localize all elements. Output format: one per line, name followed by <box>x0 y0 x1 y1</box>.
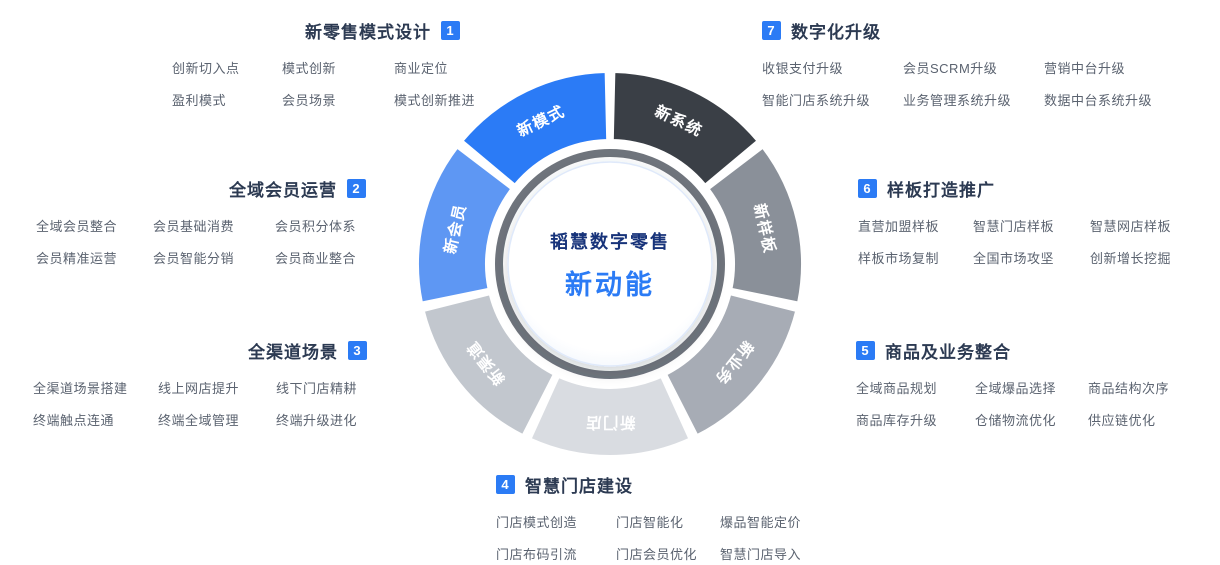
feature-item: 全国市场攻坚 <box>973 251 1055 266</box>
donut-segment-7 <box>461 71 609 186</box>
feature-item: 数据中台系统升级 <box>1044 93 1153 108</box>
section-5-heading: 5 商品及业务整合 <box>856 338 1200 363</box>
feature-item: 门店智能化 <box>616 515 684 530</box>
center-subtitle: 新动能 <box>565 269 655 300</box>
feature-item: 智慧门店导入 <box>720 547 802 562</box>
section-7-items: 收银支付升级 会员SCRM升级 营销中台升级 智能门店系统升级 业务管理系统升级… <box>762 58 1192 109</box>
feature-item: 会员智能分销 <box>153 251 235 266</box>
inner-ring <box>495 149 725 379</box>
feature-item: 终端全域管理 <box>158 413 240 428</box>
feature-item: 商业定位 <box>394 61 449 76</box>
feature-item: 门店模式创造 <box>496 515 578 530</box>
feature-item: 商品库存升级 <box>856 413 938 428</box>
feature-item: 商品结构次序 <box>1088 381 1170 396</box>
feature-item: 会员商业整合 <box>275 251 357 266</box>
section-7-title: 数字化升级 <box>791 23 881 42</box>
section-3-heading: 全渠道场景 3 <box>33 338 367 363</box>
feature-item: 门店布码引流 <box>496 547 578 562</box>
center-title: 韬慧数字零售 <box>550 231 670 252</box>
feature-item: 创新切入点 <box>172 61 240 76</box>
feature-item: 会员基础消费 <box>153 219 235 234</box>
feature-item: 收银支付升级 <box>762 61 844 76</box>
feature-item: 全域商品规划 <box>856 381 938 396</box>
feature-item: 会员SCRM升级 <box>903 61 998 76</box>
section-goods-business-integration: 5 商品及业务整合 全域商品规划 全域爆品选择 商品结构次序 商品库存升级 仓储… <box>856 338 1200 429</box>
donut-segment-1 <box>611 71 759 186</box>
feature-item: 营销中台升级 <box>1044 61 1126 76</box>
feature-item: 终端触点连通 <box>33 413 115 428</box>
section-template-promotion: 6 样板打造推广 直营加盟样板 智慧门店样板 智慧网店样板 样板市场复制 全国市… <box>858 176 1198 267</box>
section-1-items: 创新切入点 模式创新 商业定位 盈利模式 会员场景 模式创新推进 <box>160 58 475 109</box>
section-6-title: 样板打造推广 <box>887 181 995 200</box>
donut-segment-6 <box>417 146 513 304</box>
donut-segment-3 <box>664 293 798 437</box>
section-5-number-badge: 5 <box>856 341 875 360</box>
feature-item: 智慧网店样板 <box>1090 219 1172 234</box>
feature-item: 全域爆品选择 <box>975 381 1057 396</box>
section-2-heading: 全域会员运营 2 <box>36 176 366 201</box>
feature-item: 业务管理系统升级 <box>903 93 1012 108</box>
section-3-items: 全渠道场景搭建 线上网店提升 线下门店精耕 终端触点连通 终端全域管理 终端升级… <box>33 378 367 429</box>
feature-item: 会员场景 <box>282 93 337 108</box>
section-omni-channel-scene: 全渠道场景 3 全渠道场景搭建 线上网店提升 线下门店精耕 终端触点连通 终端全… <box>33 338 367 429</box>
feature-item: 线下门店精耕 <box>276 381 358 396</box>
section-3-title: 全渠道场景 <box>248 343 338 362</box>
section-1-heading: 新零售模式设计 1 <box>160 18 460 43</box>
section-2-number-badge: 2 <box>347 179 366 198</box>
section-7-heading: 7 数字化升级 <box>762 18 1192 43</box>
feature-item: 门店会员优化 <box>616 547 698 562</box>
section-smart-store-construction: 4 智慧门店建设 门店模式创造 门店智能化 爆品智能定价 门店布码引流 门店会员… <box>496 472 836 563</box>
feature-item: 终端升级进化 <box>276 413 358 428</box>
feature-item: 盈利模式 <box>172 93 227 108</box>
feature-item: 爆品智能定价 <box>720 515 802 530</box>
section-7-number-badge: 7 <box>762 21 781 40</box>
donut-segment-5 <box>422 293 556 437</box>
section-member-operation: 全域会员运营 2 全域会员整合 会员基础消费 会员积分体系 会员精准运营 会员智… <box>36 176 366 267</box>
feature-item: 仓储物流优化 <box>975 413 1057 428</box>
section-3-number-badge: 3 <box>348 341 367 360</box>
donut-segment-2 <box>707 146 803 304</box>
feature-item: 智慧门店样板 <box>973 219 1055 234</box>
section-new-retail-model-design: 新零售模式设计 1 创新切入点 模式创新 商业定位 盈利模式 会员场景 模式创新… <box>160 18 475 109</box>
section-1-number-badge: 1 <box>441 21 460 40</box>
feature-item: 会员积分体系 <box>275 219 357 234</box>
section-6-items: 直营加盟样板 智慧门店样板 智慧网店样板 样板市场复制 全国市场攻坚 创新增长挖… <box>858 216 1198 267</box>
section-digital-upgrade: 7 数字化升级 收银支付升级 会员SCRM升级 营销中台升级 智能门店系统升级 … <box>762 18 1192 109</box>
feature-item: 全渠道场景搭建 <box>33 381 128 396</box>
segment-label-4: 新门店 <box>584 414 635 433</box>
donut-segment-4 <box>529 375 691 457</box>
feature-item: 模式创新推进 <box>394 93 476 108</box>
section-5-title: 商品及业务整合 <box>885 343 1011 362</box>
section-6-heading: 6 样板打造推广 <box>858 176 1198 201</box>
feature-item: 样板市场复制 <box>858 251 940 266</box>
feature-item: 智能门店系统升级 <box>762 93 871 108</box>
feature-item: 会员精准运营 <box>36 251 118 266</box>
section-4-items: 门店模式创造 门店智能化 爆品智能定价 门店布码引流 门店会员优化 智慧门店导入 <box>496 512 836 563</box>
section-5-items: 全域商品规划 全域爆品选择 商品结构次序 商品库存升级 仓储物流优化 供应链优化 <box>856 378 1200 429</box>
section-2-items: 全域会员整合 会员基础消费 会员积分体系 会员精准运营 会员智能分销 会员商业整… <box>36 216 366 267</box>
section-4-title: 智慧门店建设 <box>525 477 633 496</box>
section-4-number-badge: 4 <box>496 475 515 494</box>
section-6-number-badge: 6 <box>858 179 877 198</box>
feature-item: 模式创新 <box>282 61 337 76</box>
feature-item: 供应链优化 <box>1088 413 1156 428</box>
section-2-title: 全域会员运营 <box>229 181 337 200</box>
section-4-heading: 4 智慧门店建设 <box>496 472 836 497</box>
center-circle <box>507 161 713 367</box>
donut-diagram: 新系统新样板新业务新门店新渠道新会员新模式 韬慧数字零售 新动能 <box>408 62 812 466</box>
feature-item: 全域会员整合 <box>36 219 118 234</box>
section-1-title: 新零售模式设计 <box>305 23 431 42</box>
feature-item: 线上网店提升 <box>158 381 240 396</box>
feature-item: 直营加盟样板 <box>858 219 940 234</box>
feature-item: 创新增长挖掘 <box>1090 251 1172 266</box>
